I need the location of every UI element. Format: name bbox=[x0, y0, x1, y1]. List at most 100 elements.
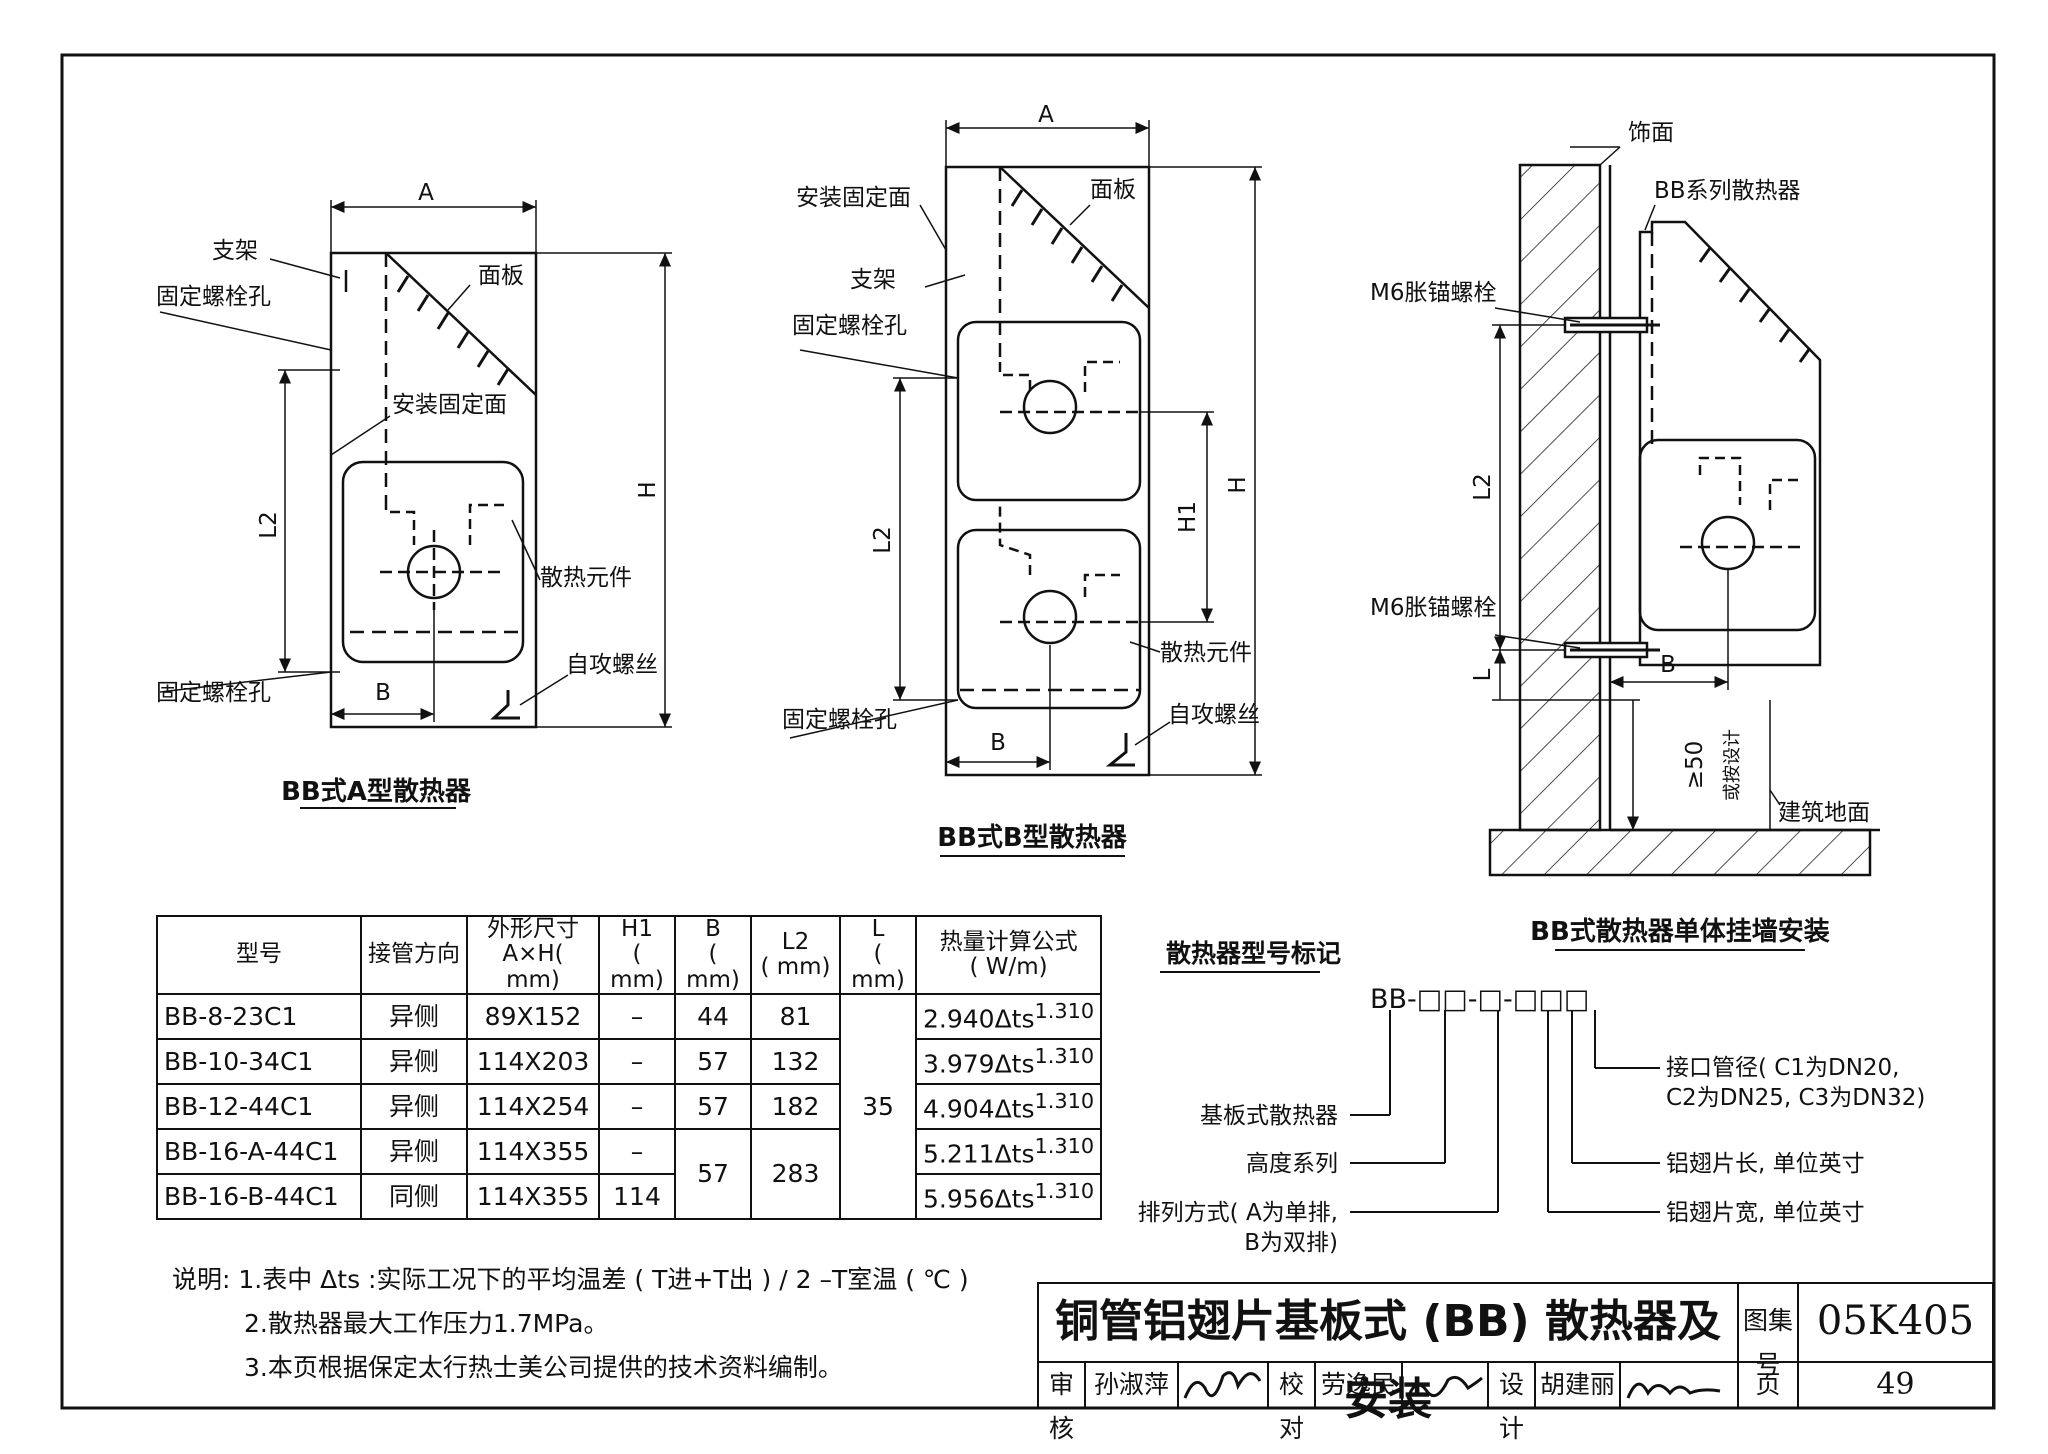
table-row: BB-10-34C1 异侧 114X203 – 57 132 3.979Δts1… bbox=[156, 1037, 1103, 1085]
type-a-labels: A 支架 固定螺栓孔 面板 安装固定面 L2 H 散热元件 固定螺栓孔 B 自攻… bbox=[156, 180, 661, 807]
spec-table-header: 型号 接管方向 外形尺寸 A×H( mm) H1 ( mm) B ( mm) L… bbox=[156, 915, 1103, 995]
cell-b: 57 bbox=[674, 1037, 752, 1085]
type-b-dim-a: A bbox=[1038, 102, 1054, 128]
type-b-label-bracket: 支架 bbox=[850, 267, 896, 293]
wall-section bbox=[1518, 163, 1602, 832]
model-code-base: 基板式散热器 bbox=[1200, 1103, 1338, 1129]
type-a-dim-h: H bbox=[635, 481, 661, 498]
cell-direction: 异侧 bbox=[360, 1037, 468, 1085]
table-row: BB-8-23C1 异侧 89X152 – 44 81 35 2.940Δts1… bbox=[156, 992, 1103, 1220]
cell-b: 44 bbox=[674, 992, 752, 1040]
wall-mount-drawing bbox=[1488, 146, 1880, 877]
type-a-dim-b: B bbox=[375, 680, 391, 706]
page-number: 49 bbox=[1876, 1367, 1915, 1402]
cell-b-merged: 57 bbox=[674, 1127, 752, 1220]
col-model: 型号 bbox=[156, 915, 362, 995]
cell-h1: 114 bbox=[598, 1172, 676, 1220]
cell-formula: 5.956Δts1.310 bbox=[914, 1172, 1103, 1220]
wall-label-finish: 饰面 bbox=[1628, 120, 1674, 146]
model-code-fin-width: 铝翅片宽, 单位英寸 bbox=[1666, 1200, 1865, 1226]
sheet-border bbox=[60, 53, 1996, 1410]
wall-label-series: BB系列散热器 bbox=[1654, 178, 1801, 204]
type-a-label-panel: 面板 bbox=[478, 263, 524, 289]
col-formula: 热量计算公式 ( W/m) bbox=[914, 915, 1103, 995]
cell-model: BB-8-23C1 bbox=[156, 992, 362, 1040]
cell-model: BB-16-A-44C1 bbox=[156, 1127, 362, 1175]
wall-dim-gap: ≥50 bbox=[1682, 741, 1708, 790]
type-a-dim-a: A bbox=[418, 180, 434, 206]
wall-mount-labels: 饰面 BB系列散热器 M6胀锚螺栓 L2 M6胀锚螺栓 B L ≥50 或按设计… bbox=[1370, 120, 1870, 947]
designer-name: 胡建丽 bbox=[1539, 1370, 1615, 1399]
wall-mount-caption: BB式散热器单体挂墙安装 bbox=[1530, 917, 1830, 947]
cell-h1: – bbox=[598, 1082, 676, 1130]
cell-direction: 异侧 bbox=[360, 1082, 468, 1130]
type-a-label-element: 散热元件 bbox=[540, 565, 632, 591]
table-row: BB-12-44C1 异侧 114X254 – 57 182 4.904Δts1… bbox=[156, 1082, 1103, 1130]
wall-label-floor: 建筑地面 bbox=[1778, 800, 1870, 826]
cell-formula: 2.940Δts1.310 bbox=[914, 992, 1103, 1040]
col-l2: L2 ( mm) bbox=[750, 915, 841, 995]
model-code-height: 高度系列 bbox=[1246, 1151, 1338, 1177]
page-label: 页 bbox=[1755, 1370, 1781, 1399]
type-b-outline bbox=[944, 165, 1151, 777]
model-code-fin-length: 铝翅片长, 单位英寸 bbox=[1666, 1151, 1865, 1177]
reviewer-signature bbox=[1183, 1371, 1262, 1399]
reviewer-name: 孙淑萍 bbox=[1093, 1370, 1169, 1399]
cell-l2: 81 bbox=[750, 992, 841, 1040]
title-block-grid bbox=[1038, 1283, 1993, 1408]
model-code-interface: 接口管径( C1为DN20,C2为DN25, C3为DN32) bbox=[1666, 1055, 1925, 1111]
notes: 说明: 1.表中 Δts :实际工况下的平均温差 ( T进+T出 ) / 2 –… bbox=[172, 1258, 969, 1390]
note-2: 2.散热器最大工作压力1.7MPa。 bbox=[244, 1309, 609, 1338]
cell-l2: 132 bbox=[750, 1037, 841, 1085]
col-size: 外形尺寸 A×H( mm) bbox=[466, 915, 600, 995]
cell-model: BB-10-34C1 bbox=[156, 1037, 362, 1085]
floor-section bbox=[1488, 828, 1872, 877]
table-row: BB-16-A-44C1 异侧 114X355 – 57 283 5.211Δt… bbox=[156, 1127, 1103, 1220]
type-b-caption: BB式B型散热器 bbox=[937, 823, 1127, 853]
cell-size: 114X355 bbox=[466, 1127, 600, 1175]
type-b-label-bolt-hole-top: 固定螺栓孔 bbox=[792, 313, 907, 339]
cell-formula: 5.211Δts1.310 bbox=[914, 1127, 1103, 1175]
type-b-label-mount-face: 安装固定面 bbox=[796, 185, 911, 211]
type-a-outline bbox=[329, 251, 538, 729]
col-direction: 接管方向 bbox=[360, 915, 468, 995]
cell-formula: 4.904Δts1.310 bbox=[914, 1082, 1103, 1130]
cell-l2-merged: 283 bbox=[750, 1127, 841, 1220]
spec-table: 型号 接管方向 外形尺寸 A×H( mm) H1 ( mm) B ( mm) L… bbox=[156, 915, 1103, 1220]
cell-size: 89X152 bbox=[466, 992, 600, 1040]
cell-direction: 同侧 bbox=[360, 1172, 468, 1220]
wall-gap-note: 或按设计 bbox=[1722, 729, 1743, 801]
type-b-dim-b: B bbox=[990, 730, 1006, 756]
design-label: 设计 bbox=[1498, 1370, 1524, 1443]
review-label: 审核 bbox=[1048, 1370, 1074, 1443]
cell-h1: – bbox=[598, 992, 676, 1040]
cell-model: BB-16-B-44C1 bbox=[156, 1172, 362, 1220]
type-b-label-element: 散热元件 bbox=[1160, 640, 1252, 666]
type-a-label-bolt-hole-top: 固定螺栓孔 bbox=[156, 284, 271, 310]
type-a-label-bracket: 支架 bbox=[212, 238, 258, 264]
cell-size: 114X254 bbox=[466, 1082, 600, 1130]
type-b-label-screw: 自攻螺丝 bbox=[1168, 702, 1260, 728]
model-code-title: 散热器型号标记 bbox=[1166, 939, 1341, 968]
cell-l2: 182 bbox=[750, 1082, 841, 1130]
cell-size: 114X355 bbox=[466, 1172, 600, 1220]
type-b-dim-l2: L2 bbox=[870, 526, 896, 553]
drawing-title: 铜管铝翅片基板式 (BB) 散热器及安装 bbox=[1055, 1296, 1721, 1425]
type-b-radiator-drawing bbox=[789, 120, 1262, 777]
type-b-labels: A 安装固定面 面板 支架 固定螺栓孔 H1 L2 H 散热元件 固定螺栓孔 B… bbox=[782, 102, 1260, 853]
title-block-frame bbox=[1037, 1282, 1994, 1409]
model-code-arrangement: 排列方式( A为单排,B为双排) bbox=[1138, 1200, 1338, 1256]
cell-model: BB-12-44C1 bbox=[156, 1082, 362, 1130]
checker-name: 劳逸民 bbox=[1320, 1370, 1396, 1399]
note-1: 说明: 1.表中 Δts :实际工况下的平均温差 ( T进+T出 ) / 2 –… bbox=[172, 1265, 969, 1294]
cell-b: 57 bbox=[674, 1082, 752, 1130]
type-a-label-screw: 自攻螺丝 bbox=[566, 652, 658, 678]
cell-h1: – bbox=[598, 1127, 676, 1175]
type-a-dim-l2: L2 bbox=[256, 511, 282, 538]
wall-dim-l2: L2 bbox=[1470, 473, 1496, 500]
col-h1: H1 ( mm) bbox=[598, 915, 676, 995]
cell-direction: 异侧 bbox=[360, 992, 468, 1040]
check-label: 校对 bbox=[1278, 1370, 1304, 1443]
